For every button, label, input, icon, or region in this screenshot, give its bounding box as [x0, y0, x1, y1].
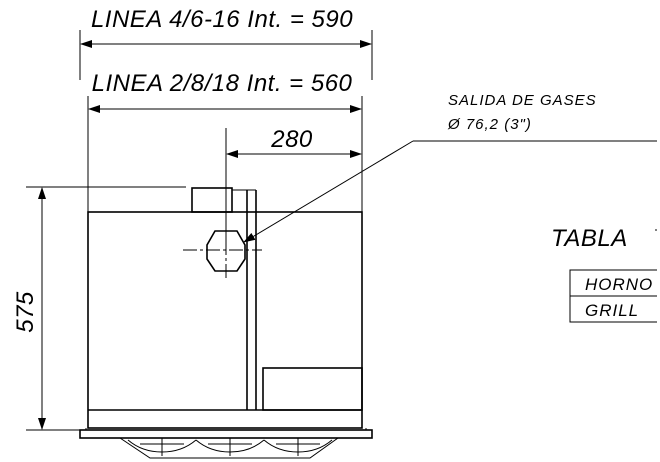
exhaust-label: SALIDA DE GASES [448, 92, 597, 109]
table: TABLA HORNO GRILL [551, 225, 657, 323]
dimension-width-560: LINEA 2/8/18 Int. = 560 [87, 70, 363, 215]
burner-assembly [119, 437, 339, 459]
dimension-offset-280: 280 [225, 126, 362, 252]
offset-label: 280 [270, 126, 313, 153]
exhaust-callout: SALIDA DE GASES Ø 76,2 (3") [243, 92, 657, 243]
width-line-b-label: LINEA 2/8/18 Int. = 560 [92, 70, 353, 97]
dimension-height-575: 575 [12, 186, 186, 431]
height-label: 575 [12, 291, 39, 333]
exhaust-outlet [183, 218, 262, 280]
oven-body [79, 187, 373, 439]
table-row-horno: HORNO [585, 275, 653, 294]
width-line-a-label: LINEA 4/6-16 Int. = 590 [91, 6, 353, 33]
dimension-width-590: LINEA 4/6-16 Int. = 590 [79, 6, 373, 80]
table-row-grill: GRILL [585, 301, 639, 320]
table-title: TABLA [551, 225, 628, 252]
exhaust-diameter: Ø 76,2 (3") [447, 116, 532, 133]
